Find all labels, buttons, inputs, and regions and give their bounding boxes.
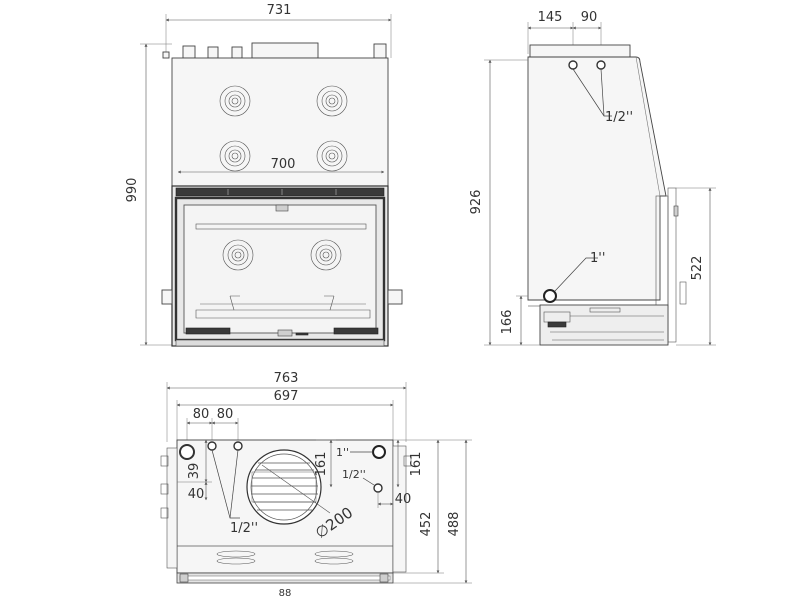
front-right-lug — [387, 289, 403, 305]
front-left-lug — [161, 289, 173, 305]
top-offset-40-left-label: 40 — [188, 487, 205, 502]
top-connection-right-mid-label: 1/2'' — [342, 468, 366, 481]
side-upper-connection-2 — [596, 60, 606, 70]
front-baffle-plate — [195, 223, 367, 230]
front-connector-1 — [219, 85, 251, 117]
top-spacing-left-label: 80 — [193, 407, 210, 422]
side-body — [527, 56, 667, 301]
front-door-glass — [183, 204, 377, 334]
side-lower-connection-label: 1'' — [590, 251, 605, 266]
top-connection-left-label: 1/2'' — [230, 521, 258, 536]
side-lower-leader — [554, 257, 598, 292]
side-base-height-label: 166 — [500, 310, 515, 335]
top-inner-width-label: 697 — [274, 389, 299, 404]
front-top-fitting-4 — [373, 43, 387, 59]
front-top-fitting-2 — [207, 46, 219, 59]
top-connection-3 — [233, 441, 243, 451]
front-top-fitting-1 — [182, 45, 196, 59]
top-depth-488-label: 488 — [447, 512, 462, 537]
front-air-control — [277, 329, 293, 337]
top-connection-right-top — [372, 445, 386, 459]
top-vent-left-2 — [216, 557, 256, 565]
side-upper-connection-1 — [568, 60, 578, 70]
top-right-mid-leader — [362, 477, 375, 486]
front-door-latch — [275, 204, 289, 212]
front-width-label: 731 — [267, 3, 292, 18]
top-vent-right-1 — [314, 550, 354, 558]
top-depth-452-label: 452 — [419, 512, 434, 537]
side-view: 145 90 1/2'' 1'' 926 — [469, 10, 716, 346]
top-flue-diameter-line — [261, 464, 331, 514]
front-connector-5 — [222, 239, 254, 271]
front-opening-label: 700 — [271, 157, 296, 172]
side-door-height-label: 522 — [690, 256, 705, 281]
top-connection-right-top-label: 1'' — [336, 446, 349, 459]
top-connection-right-mid — [373, 483, 383, 493]
top-connection-1 — [179, 444, 195, 460]
front-connector-6 — [310, 239, 342, 271]
top-view: 763 697 80 80 — [160, 371, 472, 599]
side-top-right-label: 90 — [581, 10, 598, 25]
top-spacing-right-label: 80 — [217, 407, 234, 422]
side-top-left-label: 145 — [538, 10, 563, 25]
front-door-top-rail — [175, 187, 385, 197]
front-side-lug — [162, 51, 170, 59]
front-connector-3 — [219, 140, 251, 172]
front-view: 731 990 700 — [125, 3, 403, 347]
front-upper-body — [171, 57, 389, 187]
top-bottom-label: 88 — [279, 588, 292, 599]
top-161-left-label: 161 — [314, 452, 329, 477]
front-air-vent-left — [185, 327, 231, 335]
top-vent-right-2 — [314, 557, 354, 565]
side-top-collar — [529, 44, 631, 58]
side-upper-connection-label: 1/2'' — [605, 110, 633, 125]
front-connector-2 — [316, 85, 348, 117]
side-height-label: 926 — [469, 190, 484, 215]
top-offset-39-label: 39 — [187, 463, 202, 480]
top-connection-2 — [207, 441, 217, 451]
front-grate — [195, 309, 371, 319]
front-top-flue-collar — [251, 42, 319, 59]
side-lower-connection — [543, 289, 557, 303]
front-air-vent-right — [333, 327, 379, 335]
front-height-label: 990 — [125, 178, 140, 203]
top-vent-left-1 — [216, 550, 256, 558]
top-flue-collar — [246, 449, 322, 525]
top-161-right-label: 161 — [409, 452, 424, 477]
top-offset-40-right-label: 40 — [395, 492, 412, 507]
front-top-fitting-3 — [231, 46, 243, 59]
side-door-profile — [667, 187, 677, 343]
top-outer-width-label: 763 — [274, 371, 299, 386]
